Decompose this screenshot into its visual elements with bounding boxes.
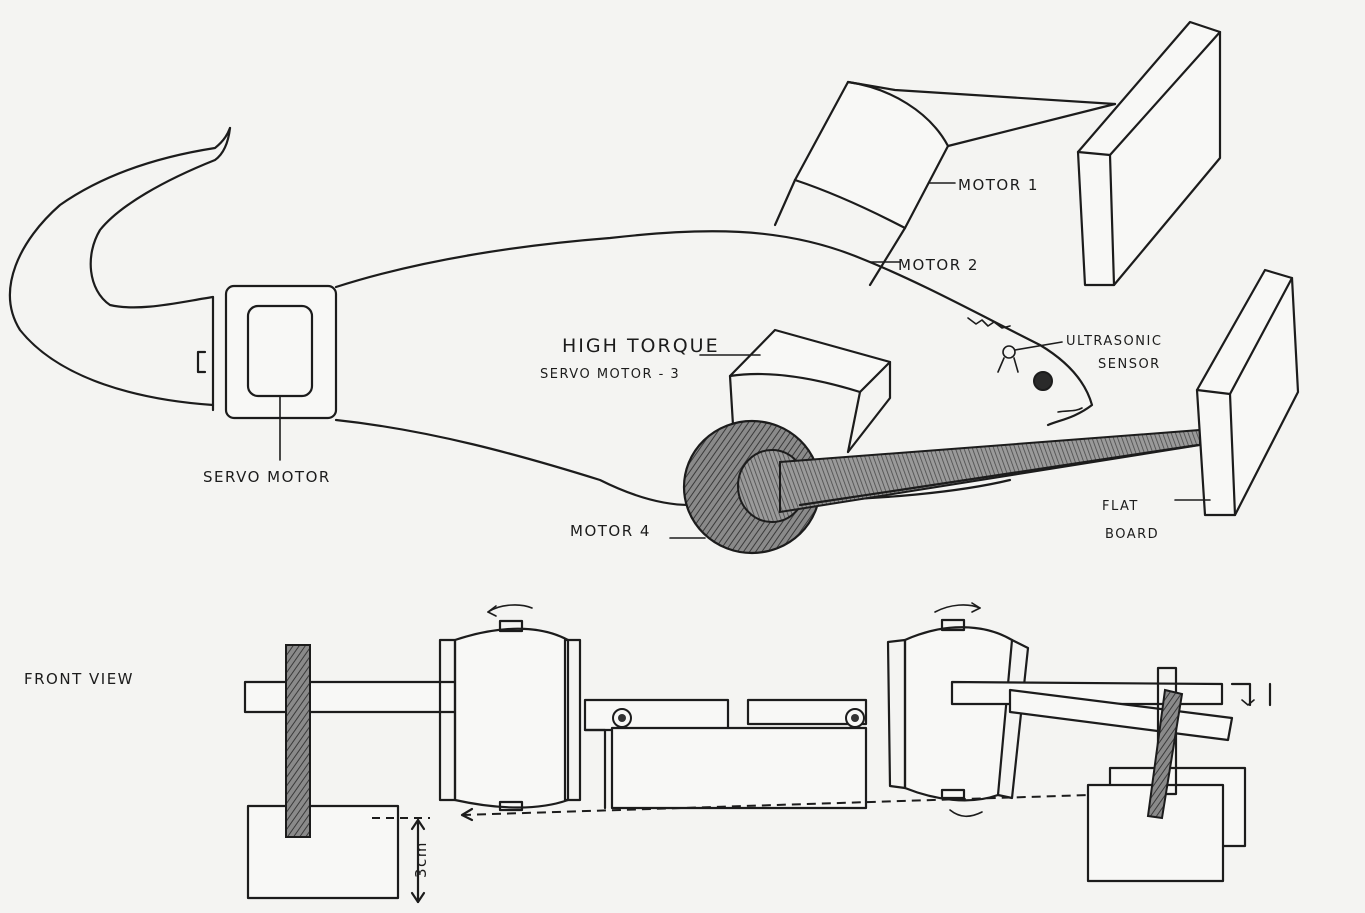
height-3cm-label: 3cm xyxy=(412,841,430,878)
high-torque-label-line1: HIGH TORQUE xyxy=(562,335,720,357)
motor4-label: MOTOR 4 xyxy=(570,522,651,540)
high-torque-label-line2: SERVO MOTOR - 3 xyxy=(540,367,680,382)
fish-body xyxy=(10,128,1092,505)
left-motor xyxy=(440,605,580,810)
servo-motor-label: SERVO MOTOR xyxy=(203,468,331,486)
servo-motor xyxy=(226,286,336,460)
motor2-label: MOTOR 2 xyxy=(898,256,979,274)
lower-flat-board xyxy=(1175,270,1298,515)
motor1-assembly xyxy=(775,82,1115,285)
flat-board-label-line2: BOARD xyxy=(1105,527,1159,542)
front-view-label: FRONT VIEW xyxy=(24,670,134,688)
ultrasonic-label-line2: SENSOR xyxy=(1098,357,1161,372)
right-motor xyxy=(888,603,1028,816)
middle-linkage xyxy=(585,700,866,808)
motor1-label: MOTOR 1 xyxy=(958,176,1039,194)
ultrasonic-label-line1: ULTRASONIC xyxy=(1066,334,1162,349)
upper-flat-board xyxy=(1078,22,1220,285)
flat-board-label-line1: FLAT xyxy=(1102,499,1139,514)
